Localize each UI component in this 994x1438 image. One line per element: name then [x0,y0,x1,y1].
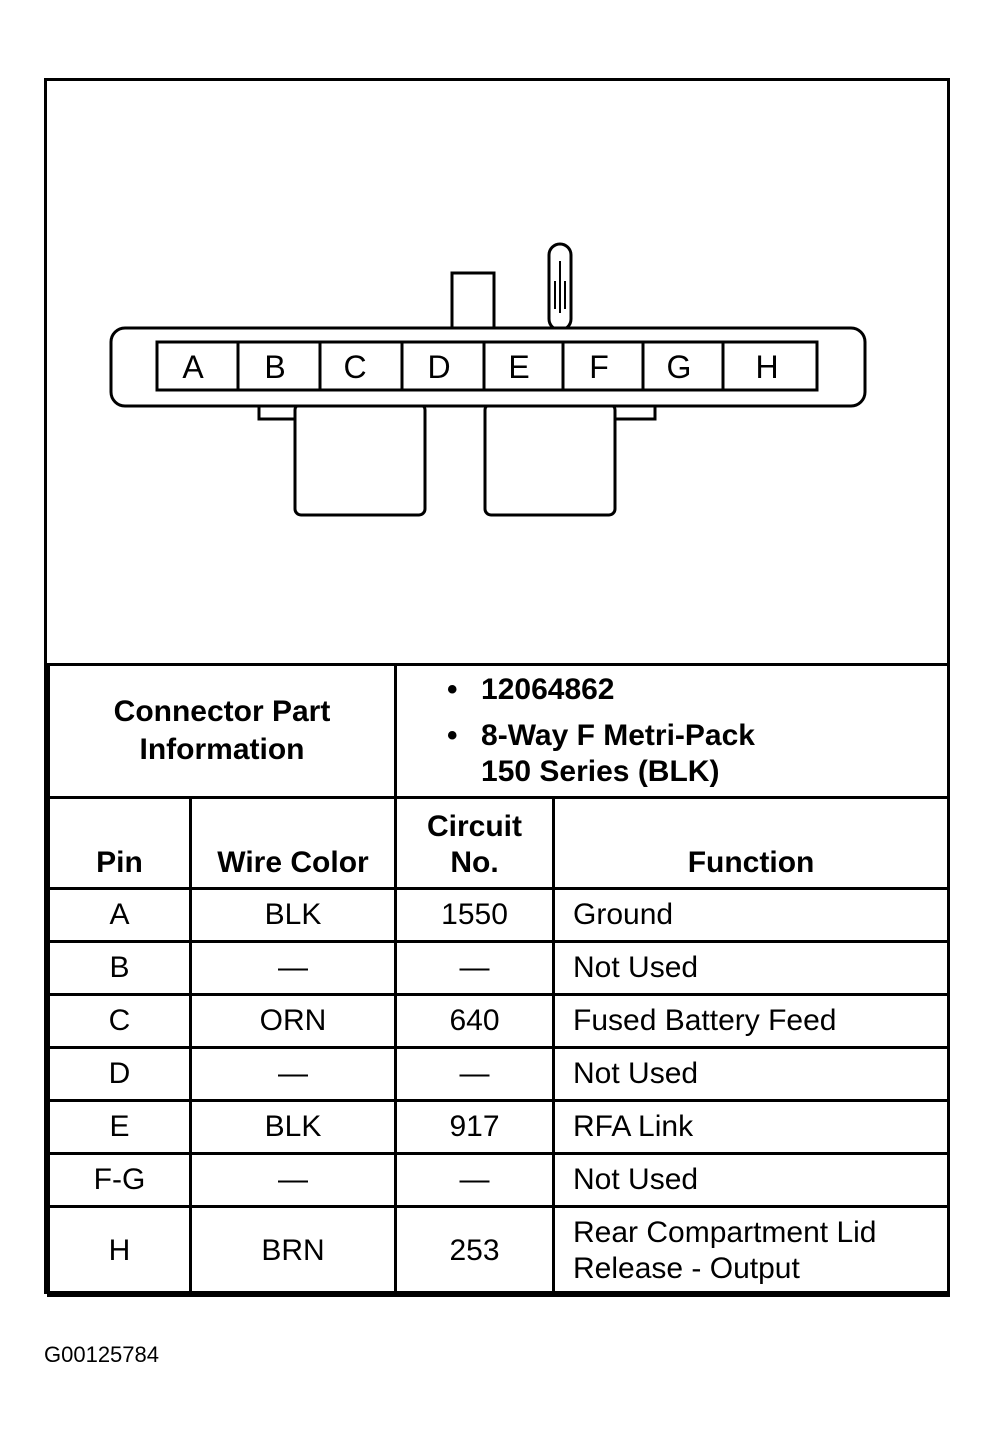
cell-wire-color: ORN [188,993,398,1049]
cell-function: RFA Link [552,1099,951,1155]
part-number: 12064862 [481,673,615,706]
part-info-label-line2: Information [139,733,305,766]
pin-label-a: A [182,349,204,385]
cell-circuit: — [394,940,556,996]
cell-function-line1: Rear Compartment Lid [573,1216,877,1249]
cell-circuit: 253 [394,1205,556,1297]
table-row: E BLK 917 RFA Link [47,1099,951,1155]
cell-wire-color: — [188,1046,398,1102]
part-info-details: • 12064862 • 8-Way F Metri-Pack 150 Seri… [394,663,951,799]
cell-wire-color: — [188,940,398,996]
cell-wire-color: BRN [188,1205,398,1297]
pin-label-d: D [427,349,451,385]
table-row: D — — Not Used [47,1046,951,1102]
header-circuit-no: Circuit No. [394,796,556,890]
cell-function: Ground [552,887,951,943]
cell-function: Not Used [552,1046,951,1102]
cell-pin: F-G [47,1152,192,1208]
cell-function: Rear Compartment Lid Release - Output [552,1205,951,1297]
bullet-icon: • [447,673,458,706]
cell-function-line2: Release - Output [573,1252,800,1285]
cell-pin: D [47,1046,192,1102]
table-row: B — — Not Used [47,940,951,996]
bullet-icon: • [447,719,458,752]
header-pin: Pin [47,796,192,890]
header-circuit-line1: Circuit [427,810,523,843]
pin-label-b: B [264,349,286,385]
pin-label-e: E [508,349,530,385]
table-row: A BLK 1550 Ground [47,887,951,943]
pin-label-c: C [343,349,367,385]
connector-diagram: A B C D E F G H [47,81,947,665]
cell-function: Not Used [552,1152,951,1208]
cell-circuit: 640 [394,993,556,1049]
pin-label-g: G [666,349,692,385]
part-description-item: • 8-Way F Metri-Pack [447,718,947,754]
header-circuit-line2: No. [450,846,499,879]
cell-circuit: — [394,1152,556,1208]
cell-pin: H [47,1205,192,1297]
cell-pin: A [47,887,192,943]
cell-pin: E [47,1099,192,1155]
part-info-label: Connector Part Information [46,663,398,799]
header-function: Function [552,796,951,890]
connector-info-table: Connector Part Information • 12064862 • … [46,663,951,1297]
part-description-line1: 8-Way F Metri-Pack [481,719,755,752]
connector-figure-frame: A B C D E F G H Connector Part Informati… [44,78,951,1297]
connector-drawing [109,242,867,517]
cell-wire-color: — [188,1152,398,1208]
cell-function: Not Used [552,940,951,996]
cell-circuit: — [394,1046,556,1102]
cell-wire-color: BLK [188,1099,398,1155]
part-info-label-line1: Connector Part [113,695,331,728]
table-row: C ORN 640 Fused Battery Feed [47,993,951,1049]
cell-pin: B [47,940,192,996]
table-row: H BRN 253 Rear Compartment Lid Release -… [47,1205,951,1297]
part-info-row: Connector Part Information • 12064862 • … [46,663,951,799]
part-number-item: • 12064862 [447,672,947,708]
figure-id: G00125784 [44,1342,159,1367]
cell-function: Fused Battery Feed [552,993,951,1049]
header-wire-color: Wire Color [188,796,398,890]
pin-label-h: H [755,349,779,385]
part-description-line2: 150 Series (BLK) [481,755,720,788]
cell-circuit: 917 [394,1099,556,1155]
table-header-row: Pin Wire Color Circuit No. Function [47,796,951,890]
cell-circuit: 1550 [394,887,556,943]
cell-wire-color: BLK [188,887,398,943]
cell-pin: C [47,993,192,1049]
table-row: F-G — — Not Used [47,1152,951,1208]
pin-label-f: F [589,349,609,385]
